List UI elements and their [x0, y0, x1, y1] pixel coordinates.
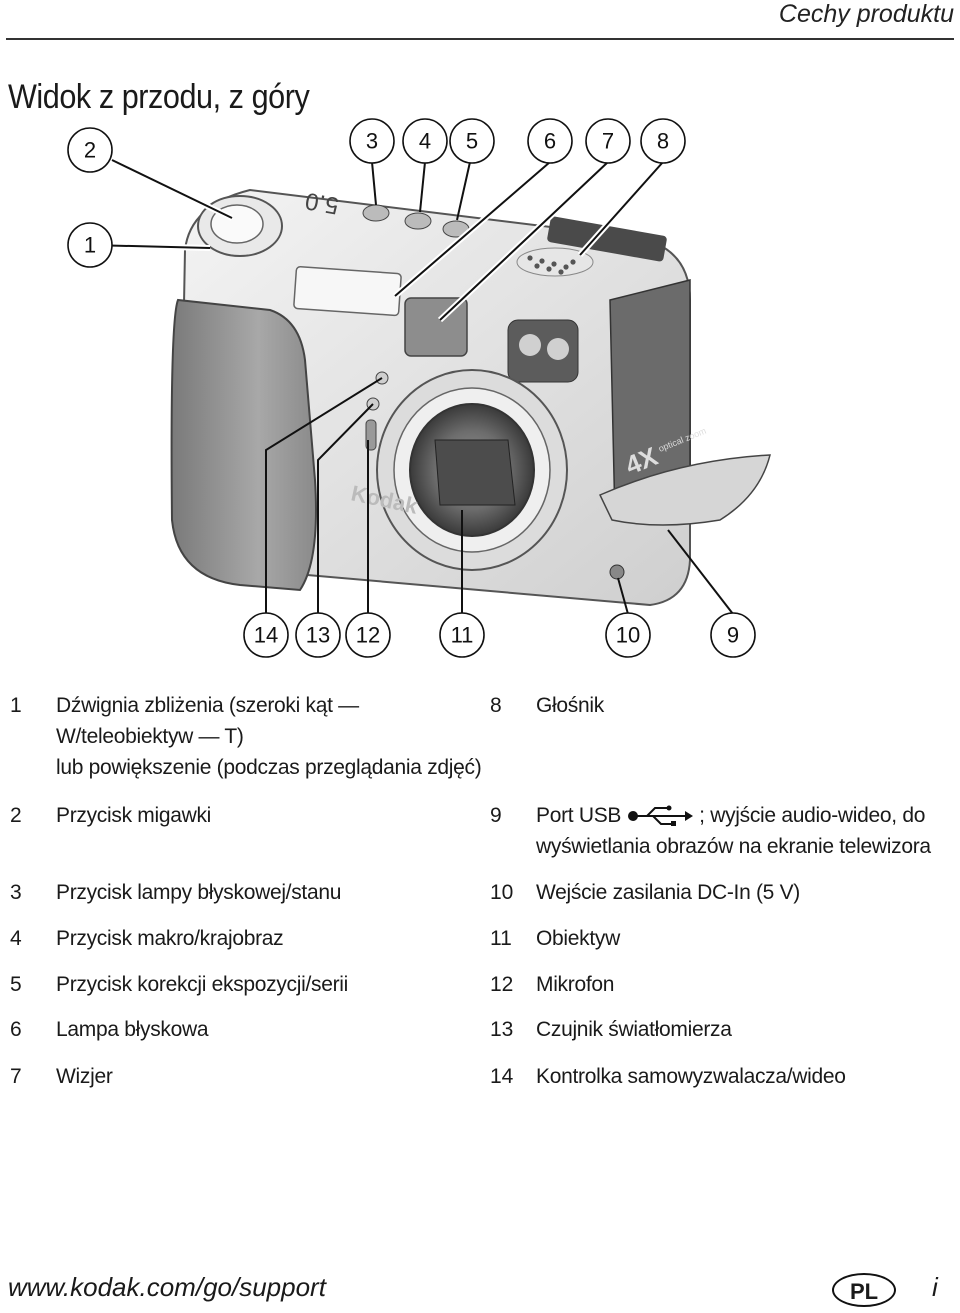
callout-7: 7	[585, 118, 631, 164]
legend-item-9: 9 Port USB ; wyjście audio-wideo, do wyś…	[490, 800, 931, 862]
callout-3: 3	[349, 118, 395, 164]
legend-item-5: 5 Przycisk korekcji ekspozycji/serii	[10, 969, 348, 1000]
legend-line: wyświetlania obrazów na ekranie telewizo…	[536, 835, 931, 858]
legend-text: Mikrofon	[536, 973, 615, 996]
hand-grip	[170, 298, 317, 592]
usb-icon	[628, 805, 694, 827]
language-badge: PL	[832, 1273, 896, 1307]
callout-1: 1	[67, 222, 113, 268]
legend-text: Głośnik	[536, 694, 604, 717]
svg-text:1: 1	[84, 233, 96, 258]
legend-line: Dźwignia zbliżenia (szeroki kąt —	[56, 694, 359, 717]
callout-12: 12	[345, 612, 391, 658]
legend-text: Kontrolka samowyzwalacza/wideo	[536, 1065, 846, 1088]
callout-13: 13	[295, 612, 341, 658]
port-door	[598, 454, 771, 526]
legend-item-6: 6 Lampa błyskowa	[10, 1014, 209, 1045]
svg-text:6: 6	[544, 129, 556, 154]
legend-item-12: 12 Mikrofon	[490, 969, 614, 1000]
svg-text:11: 11	[451, 623, 474, 648]
callout-2: 2	[67, 127, 113, 173]
callout-6: 6	[527, 118, 573, 164]
legend-number: 14	[490, 1065, 514, 1088]
legend-line: lub powiększenie (podczas przeglądania z…	[56, 756, 482, 779]
legend-line: Port USB	[536, 804, 622, 827]
macro-button	[404, 212, 432, 230]
svg-text:5: 5	[466, 129, 478, 154]
flash-window	[293, 265, 402, 317]
page-number: i	[932, 1272, 938, 1302]
speaker-holes	[527, 255, 576, 275]
svg-text:10: 10	[616, 623, 640, 648]
legend-number: 6	[10, 1018, 22, 1041]
legend-item-11: 11 Obiektyw	[490, 923, 620, 954]
legend-number: 3	[10, 881, 22, 904]
dc-in-port	[609, 564, 625, 580]
svg-text:9: 9	[727, 623, 739, 648]
svg-text:4: 4	[419, 129, 431, 154]
svg-text:3: 3	[366, 129, 378, 154]
legend-line: W/teleobiektyw — T)	[56, 725, 244, 748]
flash-button	[362, 204, 390, 222]
legend-text: Wizjer	[56, 1065, 113, 1088]
legend-line: ; wyjście audio-wideo, do	[699, 804, 926, 827]
legend-item-13: 13 Czujnik światłomierza	[490, 1014, 732, 1045]
callout-4: 4	[402, 118, 448, 164]
callout-10: 10	[605, 612, 651, 658]
camera-body: Kodak 4X optical zoom 5.0	[170, 187, 771, 607]
page-title: Widok z przodu, z góry	[8, 78, 310, 116]
legend-text: Przycisk migawki	[56, 804, 212, 827]
legend-number: 5	[10, 973, 22, 996]
legend-number: 7	[10, 1065, 22, 1088]
top-ridge	[547, 216, 667, 262]
legend-text: Przycisk makro/krajobraz	[56, 927, 284, 950]
callout-8: 8	[640, 118, 686, 164]
legend-number: 12	[490, 973, 514, 996]
legend-number: 9	[490, 804, 502, 827]
svg-text:7: 7	[602, 129, 614, 154]
support-link[interactable]: www.kodak.com/go/support	[8, 1272, 326, 1302]
legend-item-8: 8 Głośnik	[490, 690, 604, 721]
legend-item-1: 1 Dźwignia zbliżenia (szeroki kąt — W/te…	[10, 690, 482, 783]
svg-text:14: 14	[254, 623, 278, 648]
legend-number: 10	[490, 881, 514, 904]
lens-shutter	[434, 439, 516, 506]
camera-figure: Kodak 4X optical zoom 5.0 2 3 4 5 6 7 8 …	[67, 118, 771, 658]
legend-item-7: 7 Wizjer	[10, 1061, 113, 1092]
legend-number: 11	[490, 927, 512, 950]
legend-text: Wejście zasilania DC-In (5 V)	[536, 881, 800, 904]
legend-number: 1	[10, 694, 22, 717]
svg-text:13: 13	[306, 623, 330, 648]
legend-number: 4	[10, 927, 22, 950]
legend-text: Obiektyw	[536, 927, 620, 950]
legend-number: 13	[490, 1018, 514, 1041]
section-title: Cechy produktu	[778, 0, 954, 28]
callout-5: 5	[449, 118, 495, 164]
legend-item-2: 2 Przycisk migawki	[10, 800, 211, 831]
legend-text: Lampa błyskowa	[56, 1018, 209, 1041]
legend-item-10: 10 Wejście zasilania DC-In (5 V)	[490, 877, 800, 908]
legend-text: Port USB ; wyjście audio-wideo, do wyświ…	[536, 800, 931, 862]
legend-text: Czujnik światłomierza	[536, 1018, 732, 1041]
legend-text: Przycisk lampy błyskowej/stanu	[56, 881, 342, 904]
callout-11: 11	[439, 612, 485, 658]
legend-item-14: 14 Kontrolka samowyzwalacza/wideo	[490, 1061, 846, 1092]
leader-lines	[89, 157, 734, 615]
callout-14: 14	[243, 612, 289, 658]
legend-text: Przycisk korekcji ekspozycji/serii	[56, 973, 349, 996]
svg-text:2: 2	[84, 138, 96, 163]
header-divider	[6, 38, 954, 40]
legend-number: 2	[10, 804, 22, 827]
svg-text:12: 12	[356, 623, 380, 648]
legend-item-3: 3 Przycisk lampy błyskowej/stanu	[10, 877, 341, 908]
callout-9: 9	[710, 612, 756, 658]
legend-item-4: 4 Przycisk makro/krajobraz	[10, 923, 284, 954]
svg-text:8: 8	[657, 129, 669, 154]
legend-text: Dźwignia zbliżenia (szeroki kąt — W/tele…	[56, 690, 482, 783]
legend-number: 8	[490, 694, 502, 717]
megapixel-mark: 5.0	[303, 187, 341, 219]
